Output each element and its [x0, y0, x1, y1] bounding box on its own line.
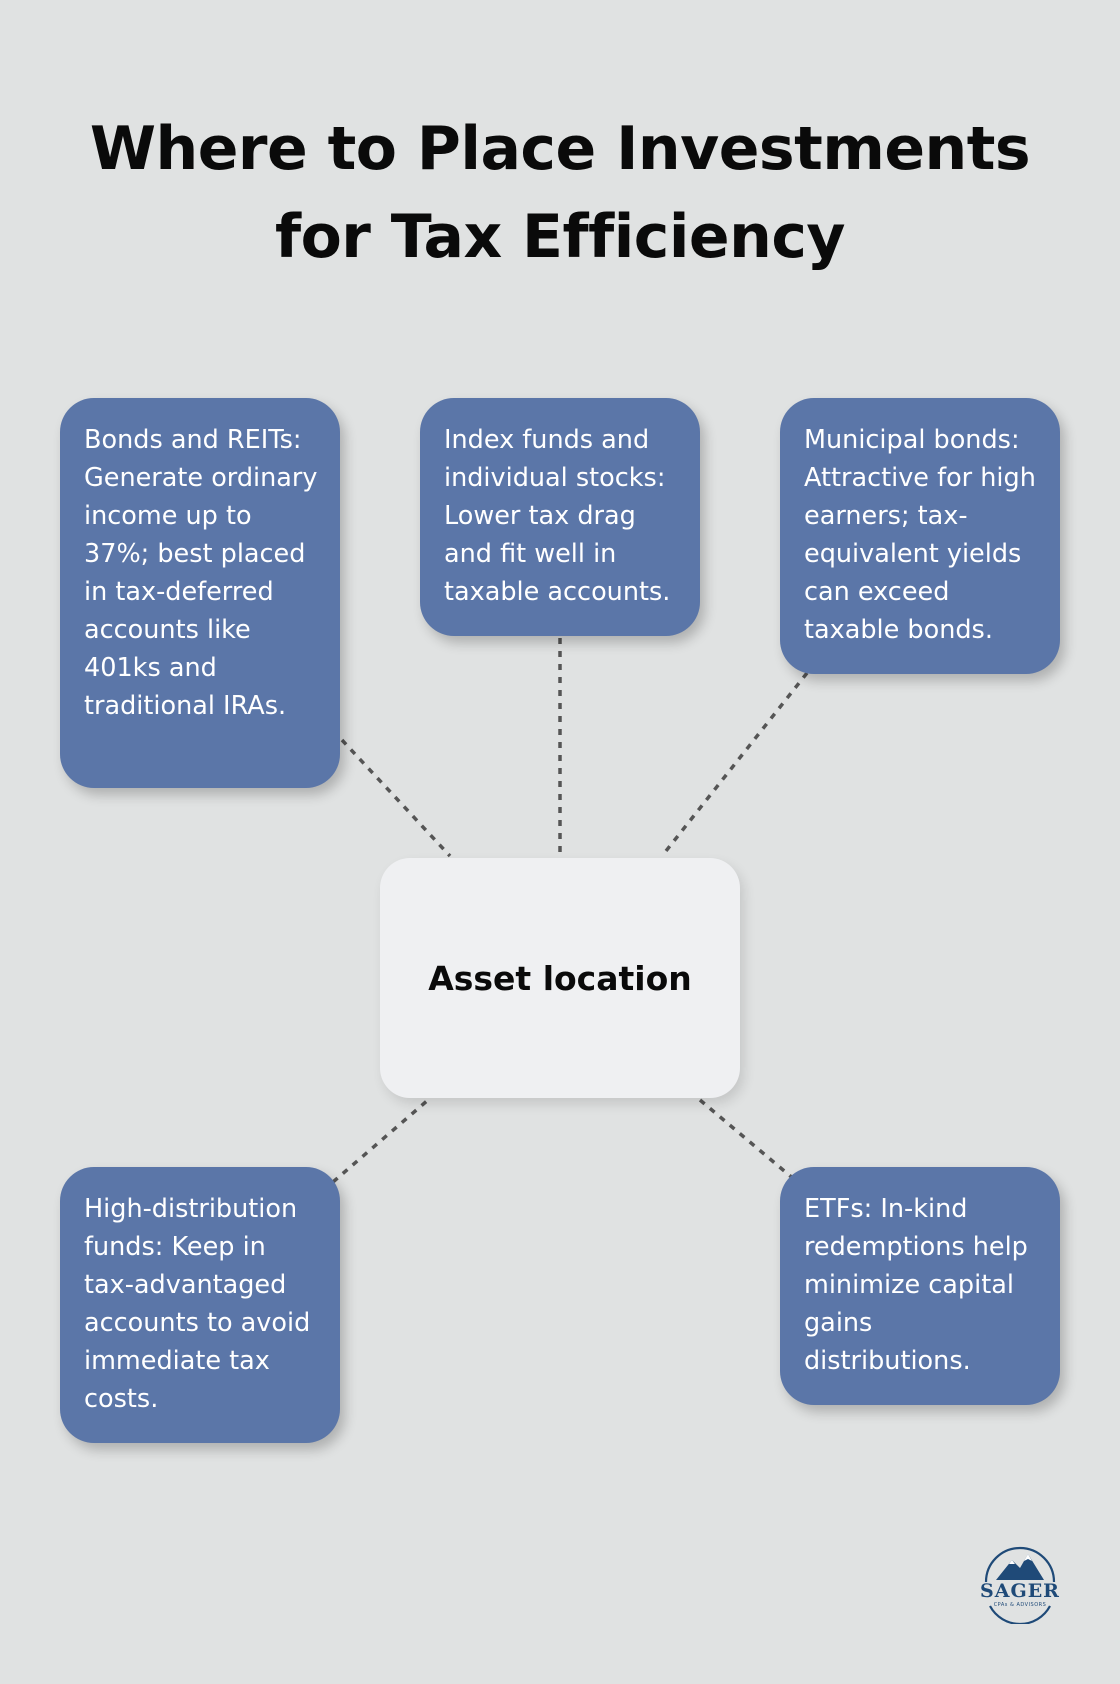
- connector-muni: [660, 671, 809, 858]
- card-bonds-reits: Bonds and REITs: Generate ordinary incom…: [60, 398, 340, 788]
- connector-bonds: [340, 738, 452, 858]
- logo-tagline: CPAs & ADVISORS: [993, 1602, 1047, 1608]
- title-line-2: for Tax Efficiency: [274, 202, 846, 272]
- page-title: Where to Place Investments for Tax Effic…: [60, 105, 1060, 281]
- center-label: Asset location: [428, 958, 692, 998]
- card-etfs: ETFs: In-kind redemptions help minimize …: [780, 1167, 1060, 1405]
- logo-wordmark: SAGER: [980, 1580, 1060, 1602]
- connector-highdist: [331, 1098, 430, 1184]
- card-index-funds: Index funds and individual stocks: Lower…: [420, 398, 700, 636]
- card-high-distribution-funds: High-distribution funds: Keep in tax-adv…: [60, 1167, 340, 1443]
- connector-etf: [698, 1098, 797, 1182]
- sager-logo: SAGER CPAs & ADVISORS: [974, 1546, 1066, 1624]
- title-line-1: Where to Place Investments: [89, 114, 1031, 184]
- center-node: Asset location: [380, 858, 740, 1098]
- mountain-icon: [984, 1546, 1056, 1624]
- card-municipal-bonds: Municipal bonds: Attractive for high ear…: [780, 398, 1060, 674]
